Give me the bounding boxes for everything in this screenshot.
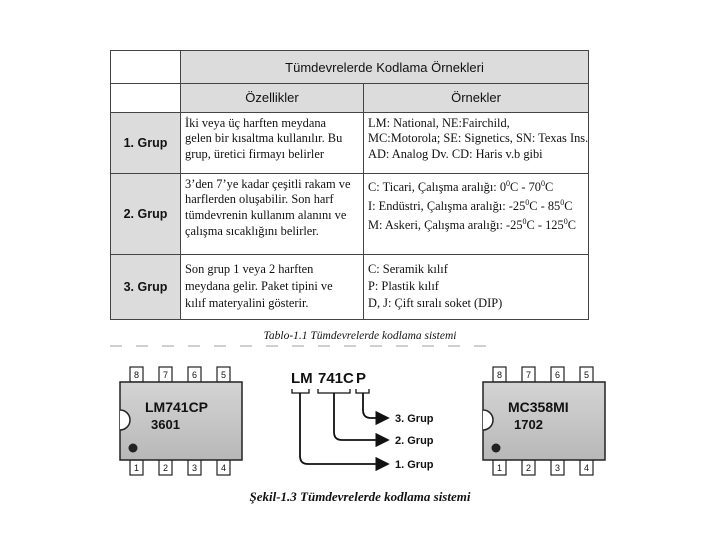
code-breakdown: LM 741C P 3. Grup 2. Grup 1. Grup <box>291 370 434 472</box>
group-label: 1. Grup <box>110 111 181 174</box>
code-part-lm: LM <box>291 370 313 387</box>
pin-number: 2 <box>163 463 168 473</box>
chip-right-code: 1702 <box>514 417 543 432</box>
table-row: 2. Grup 3’den 7’ye kadar çeşitli rakam v… <box>110 172 590 255</box>
group-label: 3. Grup <box>110 253 181 321</box>
code-part-number: 741C <box>318 370 354 387</box>
table-corner-blank <box>110 49 181 85</box>
chip-body <box>482 381 606 461</box>
features-cell: 3’den 7’ye kadar çeşitli rakam ve harfle… <box>180 172 364 255</box>
pin-number: 3 <box>192 463 197 473</box>
code-part-package: P <box>356 370 366 387</box>
pin-number: 4 <box>584 463 589 473</box>
examples-cell: LM: National, NE:Fairchild, MC:Motorola;… <box>362 111 590 174</box>
features-cell: İki veya üç harften meydana gelen bir kı… <box>180 111 364 174</box>
arrow-group1 <box>299 393 390 472</box>
pin1-dot-icon <box>491 443 501 453</box>
arrow-group3 <box>362 393 390 426</box>
examples-cell: C: Ticari, Çalışma aralığı: 00C - 700C I… <box>362 172 590 255</box>
pin-number: 3 <box>555 463 560 473</box>
pin-number: 5 <box>584 370 589 380</box>
group-label-1: 1. Grup <box>395 459 434 471</box>
pin-number: 1 <box>497 463 502 473</box>
features-cell: Son grup 1 veya 2 harften meydana gelir.… <box>180 253 364 321</box>
arrow-group2 <box>333 393 390 448</box>
figure-caption: Şekil-1.3 Tümdevrelerde kodlama sistemi <box>249 489 471 504</box>
pin-number: 6 <box>192 370 197 380</box>
table-row: 1. Grup İki veya üç harften meydana gele… <box>110 111 590 174</box>
chip-right-label: MC358MI <box>508 399 569 415</box>
chip-notch-icon <box>119 409 131 431</box>
pin-number: 6 <box>555 370 560 380</box>
table-title: Tümdevrelerde Kodlama Örnekleri <box>179 49 590 85</box>
column-header-examples: Örnekler <box>362 83 590 113</box>
faint-divider <box>110 345 490 347</box>
pin1-dot-icon <box>128 443 138 453</box>
examples-cell: C: Seramik kılıf P: Plastik kılıf D, J: … <box>362 253 590 321</box>
chip-left: 8 7 6 5 1 2 3 4 LM741CP 3601 <box>119 366 243 476</box>
chip-left-code: 3601 <box>151 417 180 432</box>
pin-number: 8 <box>134 370 139 380</box>
pin-number: 2 <box>526 463 531 473</box>
pin-number: 7 <box>526 370 531 380</box>
chip-right: 8 7 6 5 1 2 3 4 MC358MI 1702 <box>482 366 606 476</box>
pin-number: 1 <box>134 463 139 473</box>
pin-number: 5 <box>221 370 226 380</box>
column-header-features: Özellikler <box>180 83 364 113</box>
group-label: 2. Grup <box>110 172 181 255</box>
group-label-3: 3. Grup <box>395 413 434 425</box>
chip-left-label: LM741CP <box>145 399 208 415</box>
table-caption: Tablo-1.1 Tümdevrelerde kodlama sistemi <box>263 330 457 342</box>
pin-number: 8 <box>497 370 502 380</box>
coding-table: Tümdevrelerde Kodlama Örnekleri Özellikl… <box>110 49 590 321</box>
chip-notch-icon <box>482 409 494 431</box>
pin-number: 4 <box>221 463 226 473</box>
table-row: 3. Grup Son grup 1 veya 2 harften meydan… <box>110 253 590 321</box>
chip-body <box>119 381 243 461</box>
pin-number: 7 <box>163 370 168 380</box>
group-label-2: 2. Grup <box>395 435 434 447</box>
table-corner-blank-2 <box>110 83 181 113</box>
